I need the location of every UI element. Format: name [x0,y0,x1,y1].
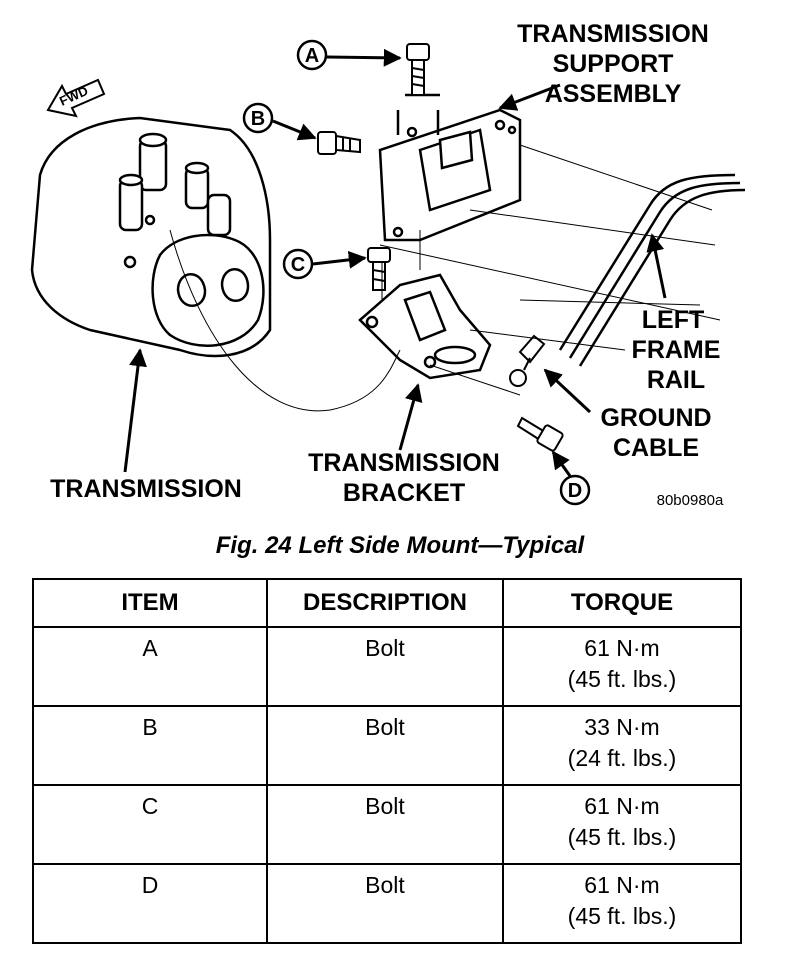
ground-cable-label-1: GROUND [600,404,711,432]
svg-text:B: B [251,108,265,130]
table-row: B Bolt 33 N·m (24 ft. lbs.) [32,705,742,786]
header-torque: TORQUE [502,578,742,628]
frame-rail-label-3: RAIL [647,366,705,394]
torque-imperial: (45 ft. lbs.) [567,824,677,850]
torque-table: ITEM DESCRIPTION TORQUE A Bolt 61 N·m (45… [32,578,742,944]
figure-caption: Fig. 24 Left Side Mount—Typical [215,532,585,559]
cell-description: Bolt [266,705,504,786]
table-row: A Bolt 61 N·m (45 ft. lbs.) [32,626,742,707]
leader-arrows [123,48,667,477]
frame-rail-label-1: LEFT [642,306,705,334]
svg-text:D: D [568,480,582,502]
bracket-label-1: TRANSMISSION [308,449,500,477]
callout-b: B [242,102,274,134]
figure-code: 80b0980a [657,492,724,509]
callout-d: D [559,474,591,506]
support-assembly-label-3: ASSEMBLY [545,80,682,108]
torque-metric: 61 N·m [584,793,660,819]
transmission-drawing [30,116,272,358]
bracket-drawing [358,273,492,380]
cell-torque: 61 N·m (45 ft. lbs.) [502,626,742,707]
bolt-b-drawing [317,131,361,155]
bolt-a-drawing [406,43,430,96]
header-description: DESCRIPTION [266,578,504,628]
transmission-label: TRANSMISSION [50,475,242,503]
cell-item: C [32,784,268,865]
cell-description: Bolt [266,626,504,707]
bolt-c-drawing [367,247,391,291]
torque-metric: 33 N·m [584,714,660,740]
table-row: C Bolt 61 N·m (45 ft. lbs.) [32,784,742,865]
alignment-lines [169,144,721,412]
table-row: D Bolt 61 N·m (45 ft. lbs.) [32,863,742,944]
cell-torque: 33 N·m (24 ft. lbs.) [502,705,742,786]
cell-item: A [32,626,268,707]
support-assembly-label-2: SUPPORT [553,50,674,78]
ground-cable-label-2: CABLE [613,434,699,462]
frame-rail-drawing [558,173,746,367]
cell-torque: 61 N·m (45 ft. lbs.) [502,784,742,865]
svg-text:A: A [305,45,319,67]
bolt-d-drawing [516,416,564,452]
cell-torque: 61 N·m (45 ft. lbs.) [502,863,742,944]
frame-rail-label-2: FRAME [632,336,721,364]
torque-imperial: (24 ft. lbs.) [567,745,677,771]
torque-imperial: (45 ft. lbs.) [567,903,677,929]
cell-description: Bolt [266,863,504,944]
ground-cable-drawing [509,334,546,387]
torque-imperial: (45 ft. lbs.) [567,666,677,692]
table-header-row: ITEM DESCRIPTION TORQUE [32,578,742,628]
torque-metric: 61 N·m [584,635,660,661]
svg-text:C: C [291,254,305,276]
support-assembly-label-1: TRANSMISSION [517,20,709,48]
mount-diagram: FWD [30,20,746,509]
support-assembly-drawing [378,93,522,242]
header-item: ITEM [32,578,268,628]
torque-metric: 61 N·m [584,872,660,898]
cell-item: D [32,863,268,944]
fwd-arrow-icon: FWD [46,78,106,118]
cell-description: Bolt [266,784,504,865]
cell-item: B [32,705,268,786]
callout-a: A [296,39,328,71]
callout-c: C [282,248,314,280]
bracket-label-2: BRACKET [343,479,465,507]
